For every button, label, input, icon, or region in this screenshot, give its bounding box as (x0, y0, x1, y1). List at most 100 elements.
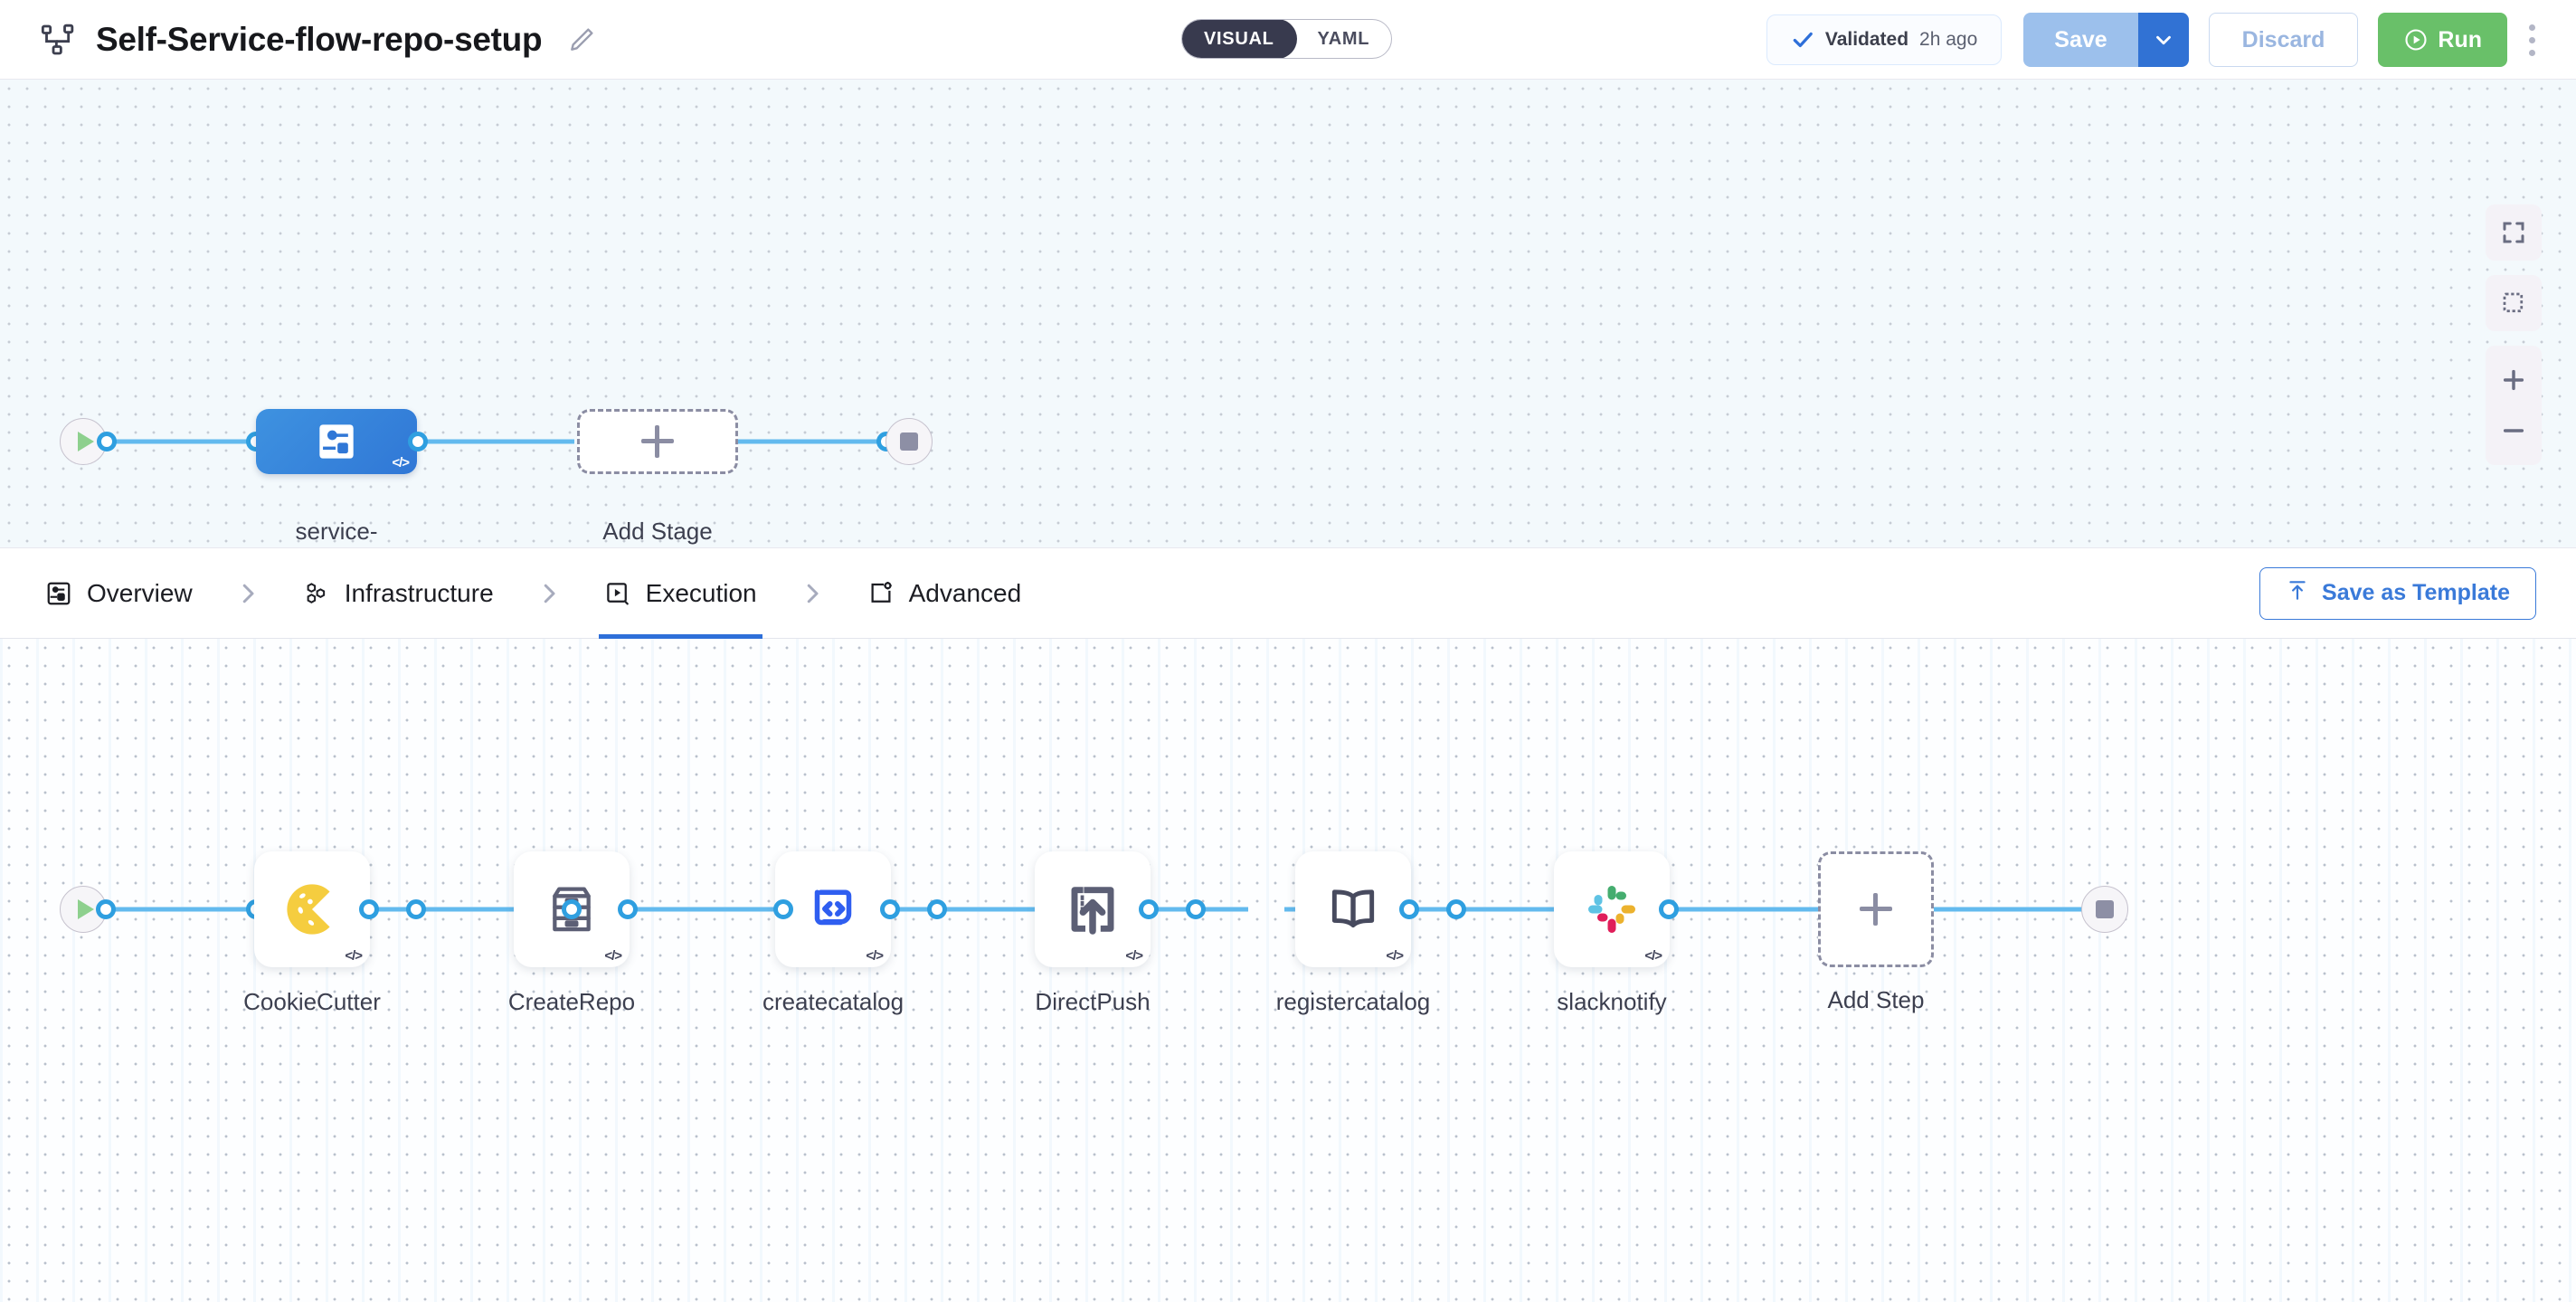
port-in[interactable] (406, 899, 426, 919)
kebab-dot (2528, 36, 2535, 43)
stage-canvas[interactable]: </> service- onboarding Add Stage (0, 80, 2576, 548)
port-out[interactable] (1659, 899, 1679, 919)
stop-icon (900, 432, 918, 451)
connector-wire (85, 439, 266, 444)
add-stage-button[interactable] (577, 409, 738, 474)
code-badge: </> (1644, 948, 1662, 964)
port-start-out[interactable] (96, 899, 116, 919)
step-label: DirectPush (1035, 988, 1151, 1015)
code-badge: </> (604, 948, 622, 964)
push-upload-icon (1071, 887, 1114, 935)
tab-infrastructure-label: Infrastructure (344, 578, 494, 607)
connector-wire (567, 907, 730, 912)
play-circle-icon (2403, 27, 2429, 52)
port-in[interactable] (562, 899, 582, 919)
port-out[interactable] (1399, 899, 1419, 919)
step-flow: </> </> (0, 851, 2171, 968)
header-actions: Validated 2h ago Save Discard (1766, 0, 2556, 80)
port-out[interactable] (359, 899, 379, 919)
tab-overview[interactable]: Overview (40, 548, 198, 639)
validated-label: Validated (1824, 29, 1909, 50)
header-left: Self-Service-flow-repo-setup (0, 21, 596, 59)
run-button[interactable]: Run (2378, 13, 2507, 67)
save-button[interactable]: Save (2023, 13, 2138, 67)
pencil-icon[interactable] (567, 25, 596, 54)
connector-wire (83, 907, 264, 912)
port-in[interactable] (1446, 899, 1466, 919)
play-icon (77, 432, 94, 451)
step-end-node[interactable] (2081, 886, 2128, 933)
kebab-menu-icon[interactable] (2507, 13, 2556, 67)
chevron-right-icon (535, 580, 563, 607)
add-step-label: Add Step (1827, 986, 1925, 1013)
fit-screen-icon[interactable] (2486, 204, 2542, 261)
step-label: slacknotify (1557, 988, 1667, 1015)
kebab-dot (2528, 24, 2535, 31)
save-button-group[interactable]: Save (2023, 13, 2189, 67)
chevron-down-icon[interactable] (2137, 13, 2189, 67)
port-start-out[interactable] (97, 432, 117, 451)
save-as-template-button[interactable]: Save as Template (2259, 566, 2536, 620)
step-node-registercatalog[interactable]: </> (1295, 851, 1411, 967)
step-label: registercatalog (1275, 988, 1431, 1015)
step-node-slacknotify[interactable]: </> (1554, 851, 1670, 967)
select-area-icon[interactable] (2486, 275, 2542, 331)
pipeline-end-node[interactable] (886, 418, 933, 465)
zoom-controls (2486, 346, 2542, 465)
port-out[interactable] (880, 899, 900, 919)
mode-yaml-option[interactable]: YAML (1317, 28, 1370, 49)
code-screen-icon (814, 889, 852, 926)
tab-overview-label: Overview (87, 578, 193, 607)
overview-icon (47, 582, 71, 604)
advanced-icon (871, 581, 892, 603)
step-canvas[interactable]: </> </> (0, 639, 2576, 1302)
play-icon (77, 899, 94, 919)
chevron-right-icon (234, 580, 261, 607)
save-as-template-label: Save as Template (2322, 580, 2510, 605)
connector-wire (877, 907, 1040, 912)
stage-label: service- onboarding (295, 518, 378, 545)
step-node-createcatalog[interactable]: </> (775, 851, 891, 967)
code-badge: </> (345, 948, 363, 964)
tab-infrastructure[interactable]: Infrastructure (298, 548, 499, 639)
check-icon (1791, 28, 1814, 52)
port-stage-out[interactable] (408, 432, 428, 451)
stage-node-service-onboarding[interactable]: </> (256, 409, 417, 474)
port-in[interactable] (773, 899, 793, 919)
step-label: createcatalog (762, 988, 904, 1015)
run-label: Run (2438, 26, 2482, 52)
stage-flow: </> (0, 387, 995, 496)
pipeline-nodes-icon (40, 22, 76, 58)
connector-wire (1284, 907, 2103, 912)
tab-execution[interactable]: Execution (598, 548, 762, 639)
zoom-out-icon[interactable] (2486, 405, 2542, 456)
chevron-right-icon (799, 580, 826, 607)
stage-config-tabbar: Overview Infrastructure Execution (0, 548, 2576, 639)
stop-icon (2096, 900, 2114, 918)
view-mode-toggle[interactable]: VISUAL YAML (1181, 19, 1393, 59)
connector-wire (412, 907, 574, 912)
port-out[interactable] (618, 899, 638, 919)
canvas-controls (2486, 204, 2542, 465)
add-step-button[interactable] (1818, 851, 1934, 967)
mode-visual-option[interactable]: VISUAL (1182, 20, 1297, 58)
zoom-in-icon[interactable] (2486, 355, 2542, 405)
validated-timestamp: 2h ago (1919, 29, 1978, 50)
plus-icon (1860, 893, 1892, 926)
plus-icon (641, 425, 674, 458)
status-badge-validated: Validated 2h ago (1766, 14, 2003, 65)
step-node-directpush[interactable]: </> (1035, 851, 1151, 967)
infrastructure-icon (307, 582, 325, 603)
code-badge: </> (1125, 948, 1143, 964)
open-book-icon (1331, 889, 1375, 928)
add-stage-label: Add Stage (602, 518, 713, 545)
step-node-cookiecutter[interactable]: </> (254, 851, 370, 967)
tab-execution-label: Execution (645, 578, 757, 607)
stage-flow-icon (319, 424, 354, 459)
port-in[interactable] (927, 899, 947, 919)
connector-wire (642, 439, 886, 444)
port-out[interactable] (1139, 899, 1159, 919)
tab-advanced[interactable]: Advanced (862, 548, 1028, 639)
discard-button[interactable]: Discard (2208, 13, 2359, 67)
port-in[interactable] (1186, 899, 1206, 919)
